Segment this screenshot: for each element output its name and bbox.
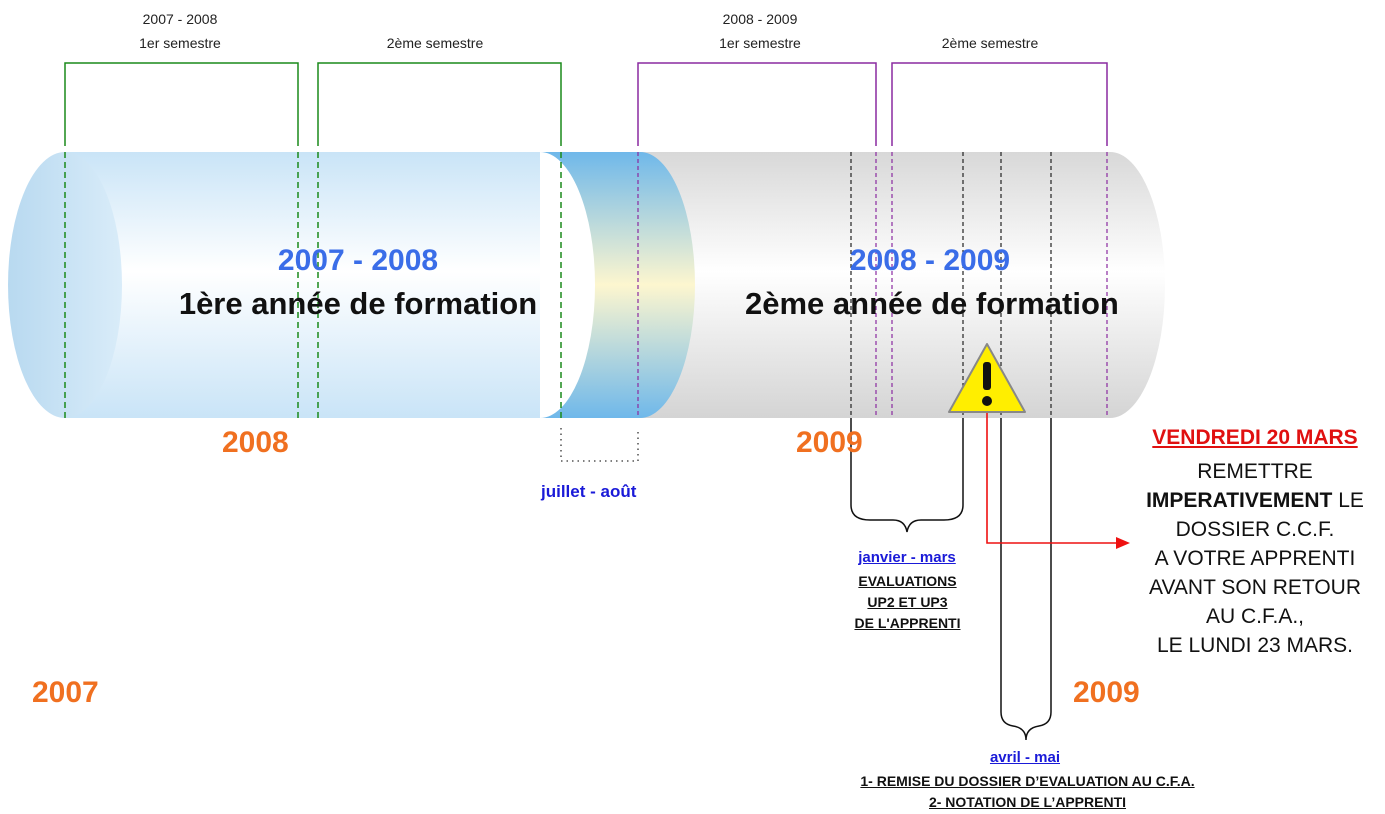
cylinder-year1-body xyxy=(65,152,540,418)
red-arrow-head xyxy=(1116,537,1130,549)
notice-line2: IMPERATIVEMENT LE xyxy=(1130,486,1380,515)
cylinder-year2-body xyxy=(600,152,1165,418)
warning-icon xyxy=(948,343,1026,413)
avril-line2: 2- NOTATION DE L’APPRENTI xyxy=(928,794,1127,810)
summer-dotted-bracket xyxy=(560,428,639,462)
notice-heading: VENDREDI 20 MARS xyxy=(1152,426,1358,449)
notice-line6: AU C.F.A., xyxy=(1205,605,1305,628)
y1-years-label: 2007 - 2008 xyxy=(142,11,218,27)
janvier-mars-title: janvier - mars xyxy=(858,549,956,566)
y2-s2-label: 2ème semestre xyxy=(941,35,1039,51)
avril-mai-brace xyxy=(1000,418,1052,741)
notice-line2-bold: IMPERATIVEMENT xyxy=(1146,489,1333,512)
year-2008-label: 2008 xyxy=(222,426,289,459)
y2-period: 2008 - 2009 xyxy=(849,244,1011,277)
y1-period: 2007 - 2008 xyxy=(277,244,439,277)
janvier-line1: EVALUATIONS xyxy=(858,573,957,589)
notice-line2-rest: LE xyxy=(1332,489,1364,512)
y2-s1-label: 1er semestre xyxy=(719,35,801,51)
notice-line3: DOSSIER C.C.F. xyxy=(1175,518,1335,541)
y1-s2-label: 2ème semestre xyxy=(386,35,484,51)
avril-mai-title: avril - mai xyxy=(989,749,1061,766)
year-2007-label: 2007 xyxy=(32,676,99,709)
notice-line7: LE LUNDI 23 MARS. xyxy=(1156,634,1354,657)
y2-title: 2ème année de formation xyxy=(745,286,1119,321)
y1-title: 1ère année de formation xyxy=(178,286,538,321)
year-2009-mid-label: 2009 xyxy=(796,426,863,459)
summer-label: juillet - août xyxy=(541,482,637,501)
notice-line1: REMETTRE xyxy=(1197,460,1313,483)
y1-s1-label: 1er semestre xyxy=(139,35,221,51)
janvier-line2: UP2 ET UP3 xyxy=(867,594,948,610)
red-arrow-line xyxy=(986,412,1118,544)
year-2009-right-label: 2009 xyxy=(1073,676,1140,709)
cylinder-summer-band xyxy=(540,152,695,418)
notice-line4: A VOTRE APPRENTI xyxy=(1154,547,1356,570)
notice-line5: AVANT SON RETOUR xyxy=(1149,576,1361,599)
janvier-mars-brace xyxy=(850,418,964,533)
y2-years-label: 2008 - 2009 xyxy=(722,11,798,27)
janvier-line3: DE L'APPRENTI xyxy=(854,615,961,631)
avril-line1: 1- REMISE DU DOSSIER D’EVALUATION AU C.F… xyxy=(860,773,1195,789)
